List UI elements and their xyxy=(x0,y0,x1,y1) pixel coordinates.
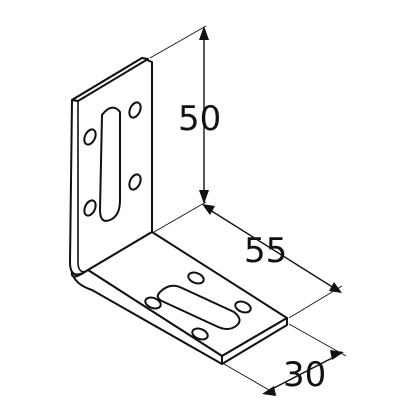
horizontal-flange xyxy=(70,231,288,365)
width-extension-left xyxy=(223,363,277,395)
horizontal-flange-end-edge xyxy=(221,317,288,365)
horizontal-hole-right xyxy=(234,300,252,314)
vertical-slot xyxy=(99,106,121,222)
height-label: 50 xyxy=(178,99,221,139)
vertical-hole-top-right xyxy=(128,101,142,119)
horizontal-slot xyxy=(156,284,241,330)
height-extension-top xyxy=(149,25,207,59)
length-label: 55 xyxy=(244,231,287,271)
dimension-width: 30 xyxy=(223,323,347,396)
horizontal-hole-top xyxy=(187,271,205,285)
width-arrow-left xyxy=(262,386,276,396)
vertical-hole-top-left xyxy=(83,128,97,146)
dimension-height: 50 xyxy=(149,25,221,233)
horizontal-hole-left xyxy=(144,296,162,310)
length-arrow-start xyxy=(202,204,215,215)
length-dimension-line xyxy=(209,209,335,289)
height-extension-bottom xyxy=(153,201,207,233)
horizontal-hole-bottom xyxy=(191,327,209,341)
height-arrow-top xyxy=(199,26,209,40)
width-label: 30 xyxy=(283,355,326,395)
length-arrow-end xyxy=(329,282,342,293)
width-dimension-line xyxy=(269,355,337,391)
vertical-hole-bottom-right xyxy=(128,173,142,191)
vertical-hole-bottom-left xyxy=(83,199,97,217)
horizontal-flange-front-edge xyxy=(70,269,223,365)
vertical-flange xyxy=(69,57,153,276)
vertical-flange-top-edge xyxy=(71,57,149,102)
width-arrow-right xyxy=(330,350,344,360)
height-arrow-bottom xyxy=(199,190,209,204)
dimension-length: 55 xyxy=(202,204,343,319)
width-extension-right xyxy=(288,323,347,357)
